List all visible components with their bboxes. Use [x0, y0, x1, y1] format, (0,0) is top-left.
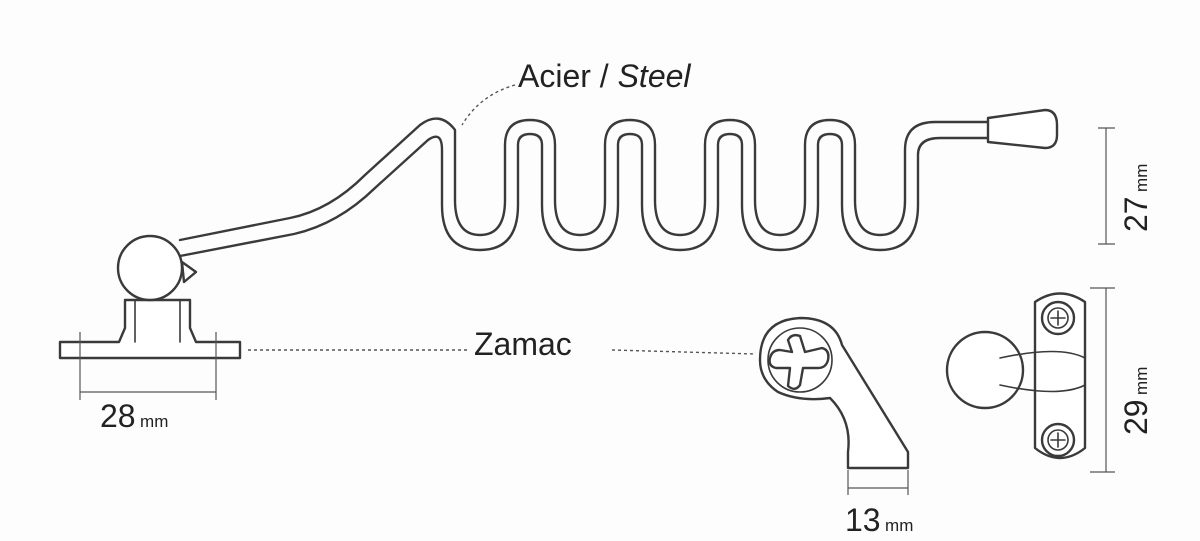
dim-27 [1098, 127, 1115, 245]
pivot-ball [116, 234, 184, 302]
dim-27-value: 27 [1118, 196, 1154, 232]
zamac-label: Zamac [474, 326, 572, 363]
zamac-label-text: Zamac [474, 326, 572, 362]
dim-28 [79, 332, 217, 400]
zamac-leader-right [611, 349, 756, 355]
dim-27-label: 27 mm [1118, 164, 1155, 232]
steel-label-en: Steel [617, 58, 691, 94]
dim-28-unit: mm [140, 412, 169, 431]
dim-28-value: 28 [100, 398, 136, 434]
dim-29 [1090, 287, 1115, 473]
dim-28-label: 28 mm [100, 398, 168, 435]
dim-13-label: 13 mm [845, 502, 913, 539]
dim-29-unit: mm [1132, 366, 1151, 395]
handle-knob [986, 108, 1059, 150]
dim-13-unit: mm [885, 516, 914, 535]
pivot-base [58, 234, 242, 360]
pivot-tab [180, 260, 198, 284]
hook-catch-front [945, 292, 1087, 460]
dim-13-value: 13 [845, 502, 881, 538]
hook-catch-side [758, 316, 910, 470]
steel-label-sep: / [599, 58, 609, 94]
steel-label-fr: Acier [518, 58, 591, 94]
steel-leader [461, 84, 516, 126]
steel-arm [178, 108, 1059, 258]
steel-label: Acier / Steel [518, 58, 691, 95]
dim-29-label: 29 mm [1118, 367, 1155, 435]
dim-29-value: 29 [1118, 399, 1154, 435]
dim-27-unit: mm [1132, 163, 1151, 192]
dim-13 [847, 470, 909, 495]
